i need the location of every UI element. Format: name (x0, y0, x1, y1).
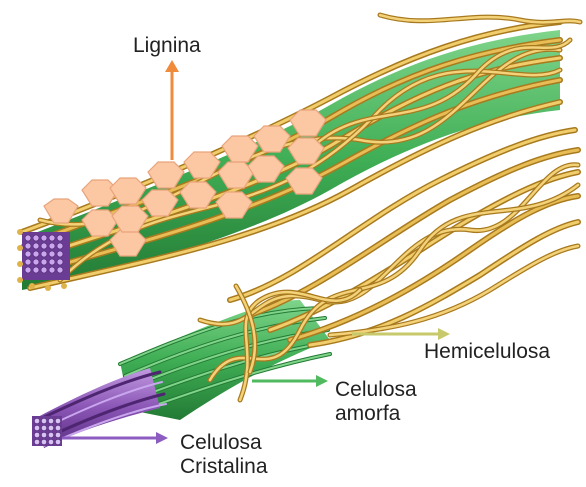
celulosa-cristalina-label-line2: Cristalina (180, 455, 268, 479)
lower-cross-section (32, 416, 62, 446)
celulosa-amorfa-label-line2: amorfa (335, 402, 417, 426)
celulosa-amorfa-arrow (252, 375, 328, 387)
celulosa-amorfa-label-line1: Celulosa (335, 378, 417, 402)
celulosa-cristalina-label-line1: Celulosa (180, 431, 268, 455)
celulosa-cristalina-arrow (62, 432, 168, 444)
lignina-arrow (165, 60, 179, 160)
celulosa-amorfa-label: Celulosa amorfa (335, 378, 417, 426)
celulosa-cristalina-label: Celulosa Cristalina (180, 431, 268, 479)
lignina-label: Lignina (133, 34, 201, 58)
hemicelulosa-label: Hemicelulosa (424, 340, 550, 364)
